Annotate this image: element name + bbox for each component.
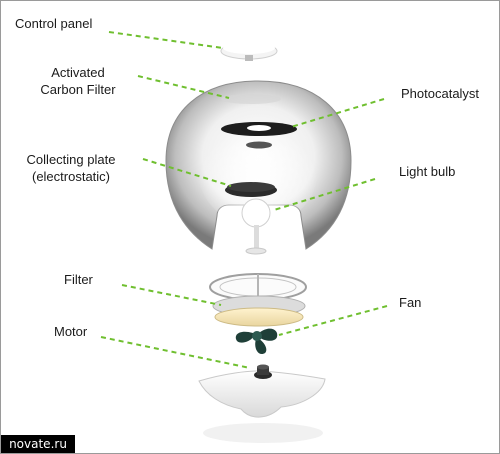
motor-base-part xyxy=(198,364,326,443)
label-collecting-plate-line2: (electrostatic) xyxy=(31,169,111,184)
leader-fan xyxy=(278,305,388,336)
label-light-bulb: Light bulb xyxy=(399,164,456,179)
leader-lines xyxy=(100,31,388,369)
label-carbon-filter-line2: Carbon Filter xyxy=(40,82,116,97)
label-collecting-plate: Collecting plate (electrostatic) xyxy=(15,151,127,185)
label-fan: Fan xyxy=(399,295,422,310)
light-bulb-part xyxy=(241,198,271,255)
label-filter: Filter xyxy=(64,272,93,287)
carbon-filter-part xyxy=(221,94,281,104)
label-motor: Motor xyxy=(54,324,88,339)
leader-photocatalyst xyxy=(290,98,385,128)
label-control-panel: Control panel xyxy=(15,16,93,31)
label-photocatalyst: Photocatalyst xyxy=(401,86,480,101)
collecting-plate-part xyxy=(225,182,277,197)
leader-filter xyxy=(121,284,222,306)
photocatalyst-part xyxy=(221,122,297,149)
leader-control-panel xyxy=(108,31,224,49)
label-carbon-filter-line1: Activated xyxy=(51,65,105,80)
leader-motor xyxy=(100,336,251,369)
control-panel-part xyxy=(220,42,278,61)
label-collecting-plate-line1: Collecting plate xyxy=(26,152,116,167)
filter-part xyxy=(209,273,307,327)
fan-part xyxy=(235,328,278,355)
leader-carbon-filter xyxy=(137,75,230,99)
label-carbon-filter: Activated Carbon Filter xyxy=(19,64,137,98)
leader-collecting-plate xyxy=(142,158,232,187)
watermark: novate.ru xyxy=(1,435,75,453)
